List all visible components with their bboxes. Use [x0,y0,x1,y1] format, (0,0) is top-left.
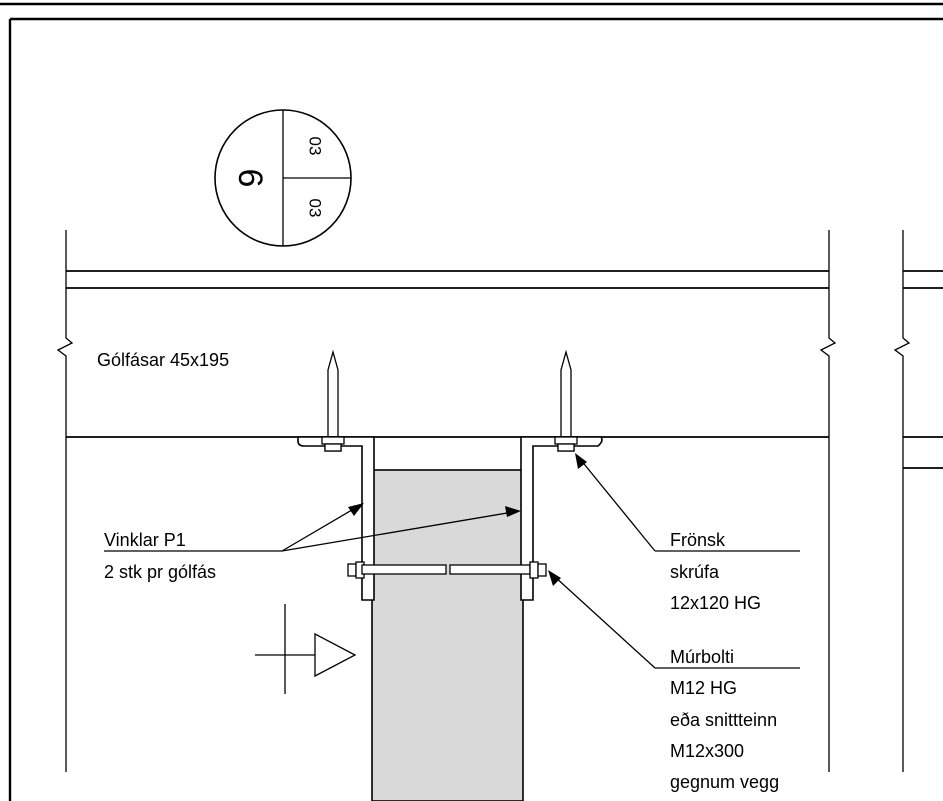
concrete-wall [371,469,524,801]
through-bolt [347,561,547,579]
angle-bracket-label-line1: Vinklar P1 [104,530,186,550]
bolt-label-line1: Múrbolti [670,647,734,667]
bolt-label-line2: M12 HG [670,678,737,698]
screw-label-line2: skrúfa [670,562,720,582]
section-cut-symbol [255,604,357,694]
leader-lines [104,453,800,669]
sheet-number-bottom: 03 [306,199,325,218]
section-number: 6 [231,169,269,188]
sheet-number-top: 03 [306,137,325,156]
section-marker: 6 03 03 [214,109,352,247]
screw-label-line3: 12x120 HG [670,593,761,613]
bolt-label-line3: eða snittteinn [670,710,777,730]
angle-bracket-left [297,436,375,601]
joist-label: Gólfásar 45x195 [97,350,229,370]
angle-bracket-label-line2: 2 stk pr gólfás [104,562,216,582]
floor-deck [66,270,943,469]
bolt-label-line5: gegnum vegg [670,772,779,792]
bolt-label-line4: M12x300 [670,741,744,761]
break-lines [56,230,911,772]
screw-label-line1: Frönsk [670,530,726,550]
angle-bracket-right [520,436,603,601]
